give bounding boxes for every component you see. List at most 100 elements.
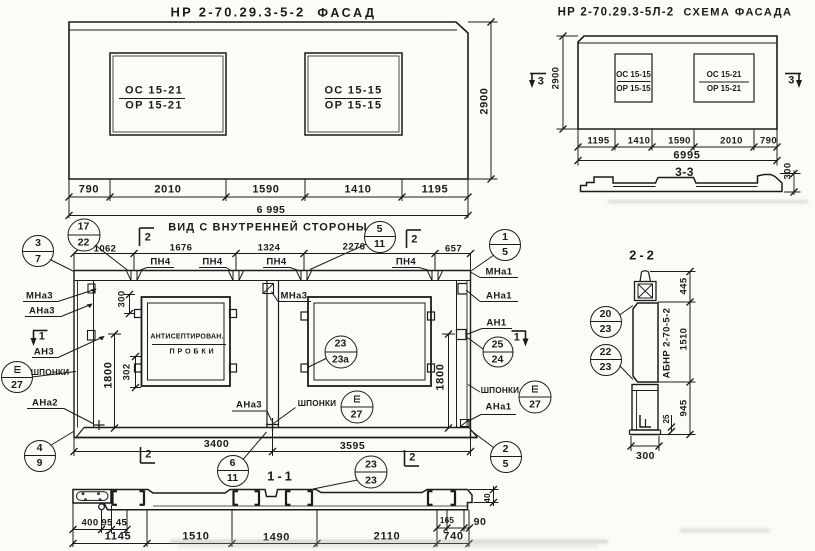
inner-dim-302: 302 xyxy=(120,362,132,381)
schema-window-right-mark-top: ОС 15-21 xyxy=(706,69,742,79)
callout-bottom-value: 7 xyxy=(35,252,41,265)
section-2-2-title: 2-2 xyxy=(629,247,657,262)
label-ana3-left: АНа3 xyxy=(29,304,55,316)
callout-bottom-value: 24 xyxy=(491,353,504,365)
callout-bottom-value: 22 xyxy=(77,236,90,249)
schema-dim-height: 2900 xyxy=(550,66,562,90)
inner-window-right xyxy=(300,296,436,387)
scan-smudge-bottom-2 xyxy=(178,544,598,547)
callout-top-value: 20 xyxy=(590,307,621,322)
callout-25-24: 25 24 xyxy=(482,336,513,367)
label-ana3-mullion: АНа3 xyxy=(236,399,262,411)
inner-pn4-label-1: ПН4 xyxy=(150,256,171,268)
window-note-line2: ПРОБКИ xyxy=(169,346,217,356)
facade-dimensions xyxy=(64,17,498,220)
label-ana2-left: АНа2 xyxy=(32,396,58,408)
inner-view-title: ВИД С ВНУТРЕННЕЙ СТОРОНЫ xyxy=(168,221,368,234)
section-1-1-dim-45: 45 xyxy=(115,516,128,528)
callout-top-value: Ш xyxy=(341,391,372,407)
facade-dim-height: 2900 xyxy=(478,87,491,115)
callout-1-5: 1 5 xyxy=(489,228,521,261)
section-1-1-profile xyxy=(72,488,473,511)
facade-window-left-mark-top: ОС 15-21 xyxy=(124,84,184,96)
inner-top-dim-1324: 1324 xyxy=(257,241,281,253)
inner-label-leaders xyxy=(23,271,518,425)
inner-top-dim-2276: 2276 xyxy=(342,240,366,252)
schema-dimensions xyxy=(556,31,782,166)
callout-2-5: 2 5 xyxy=(489,440,522,473)
inner-panel xyxy=(73,269,478,439)
section-2-2-dim-1510: 1510 xyxy=(677,327,689,351)
inner-pn4-label-2: ПН4 xyxy=(202,256,223,268)
callout-top-value: 6 xyxy=(217,456,248,471)
label-mna3-left: МНа3 xyxy=(26,289,53,301)
callout-bottom-value: 23а xyxy=(332,354,349,365)
callout-bottom-value: 27 xyxy=(350,408,363,421)
section-1-1-dim-95: 95 xyxy=(101,516,113,528)
label-shponki-right: ШПОНКИ xyxy=(480,385,520,395)
inner-dim-1800-right: 1800 xyxy=(434,363,447,391)
schema-title-code: НР 2-70.29.3-5Л-2 xyxy=(557,5,675,18)
label-ana1-right-top: АНа1 xyxy=(486,289,512,301)
callout-top-value: 4 xyxy=(24,441,55,456)
facade-dim-2010: 2010 xyxy=(154,183,182,195)
callout-3-7: 3 7 xyxy=(22,235,54,267)
callout-sh-27-right: Ш 27 xyxy=(518,380,552,413)
callout-top-value: 22 xyxy=(590,345,621,360)
section-1-mark-left: 1 xyxy=(38,330,46,343)
section-1-1-dim-400: 400 xyxy=(81,516,99,528)
callout-top-value-rotated: Ш xyxy=(12,365,22,374)
label-mna3-mullion: МНа3 xyxy=(280,290,308,302)
section-1-1-dim-1145: 1145 xyxy=(104,530,132,542)
schema-section-marks xyxy=(529,72,802,88)
callout-top-value: Ш xyxy=(519,381,551,397)
callout-sh-27-left: Ш 27 xyxy=(1,361,33,393)
callout-top-value: 3 xyxy=(23,236,53,252)
section-3-3-label: 3-3 xyxy=(675,164,694,179)
callout-bottom-value: 11 xyxy=(226,472,239,485)
schema-window-right-mark-bottom: ОР 15-21 xyxy=(706,83,742,93)
section-1-1-dim-1510: 1510 xyxy=(182,530,210,542)
callout-20-23: 20 23 xyxy=(589,305,622,338)
callout-bottom-value: 23 xyxy=(599,323,612,336)
section-2-2-stamp: АБНР 2-70-5-2 xyxy=(660,307,672,378)
section-1-1-dim-40: 40 xyxy=(482,493,492,503)
callout-bottom-value: 23 xyxy=(365,474,377,486)
section-1-1-dim-2110: 2110 xyxy=(373,530,401,543)
section-2-2-dim-445: 445 xyxy=(677,277,689,295)
callout-top-value: 1 xyxy=(490,230,520,245)
section-2-2-dim-300: 300 xyxy=(635,449,656,462)
inner-section-marks xyxy=(30,227,529,467)
facade-dim-1590: 1590 xyxy=(252,183,280,196)
section-2-2-dim-25: 25 xyxy=(661,414,671,424)
schema-dim-2010: 2010 xyxy=(720,134,743,146)
inner-dim-1800-left: 1800 xyxy=(102,360,114,389)
callout-23-23a: 23 23а xyxy=(324,335,357,368)
facade-panel xyxy=(68,21,469,180)
label-shponki-middle: ШПОНКИ xyxy=(297,398,337,408)
callout-bottom-value: 23 xyxy=(599,361,612,374)
callout-leaders xyxy=(49,243,634,490)
facade-window-left-mark-bottom: ОР 15-21 xyxy=(125,99,183,111)
schema-title-name: СХЕМА ФАСАДА xyxy=(683,6,793,18)
facade-title-name: ФАСАД xyxy=(317,5,377,20)
inner-dim-3595: 3595 xyxy=(339,439,366,452)
callout-bottom-value: 5 xyxy=(502,458,509,471)
callout-22-23: 22 23 xyxy=(589,343,622,376)
section-2-2-dim-945: 945 xyxy=(677,399,689,417)
section-2-2-profile xyxy=(628,270,662,436)
inner-vertical-dimensions xyxy=(108,290,455,433)
facade-window-right-mark-top: ОС 15-15 xyxy=(324,84,383,96)
facade-window-right-mark-bottom: ОР 15-15 xyxy=(324,99,383,111)
callout-bottom-value: 5 xyxy=(502,246,508,259)
callout-bottom-value: 11 xyxy=(373,238,386,251)
label-shponki-left: ШПОНКИ xyxy=(30,367,70,377)
inner-dim-300: 300 xyxy=(115,290,127,308)
section-2-mark-top-right: 2 xyxy=(411,233,418,245)
callout-bottom-value: 9 xyxy=(36,457,43,470)
section-1-1-dim-165: 165 xyxy=(439,515,455,525)
section-2-mark-bottom-right: 2 xyxy=(409,451,416,464)
label-an1-right: АН1 xyxy=(486,316,507,328)
callout-top-value: 17 xyxy=(68,219,99,235)
